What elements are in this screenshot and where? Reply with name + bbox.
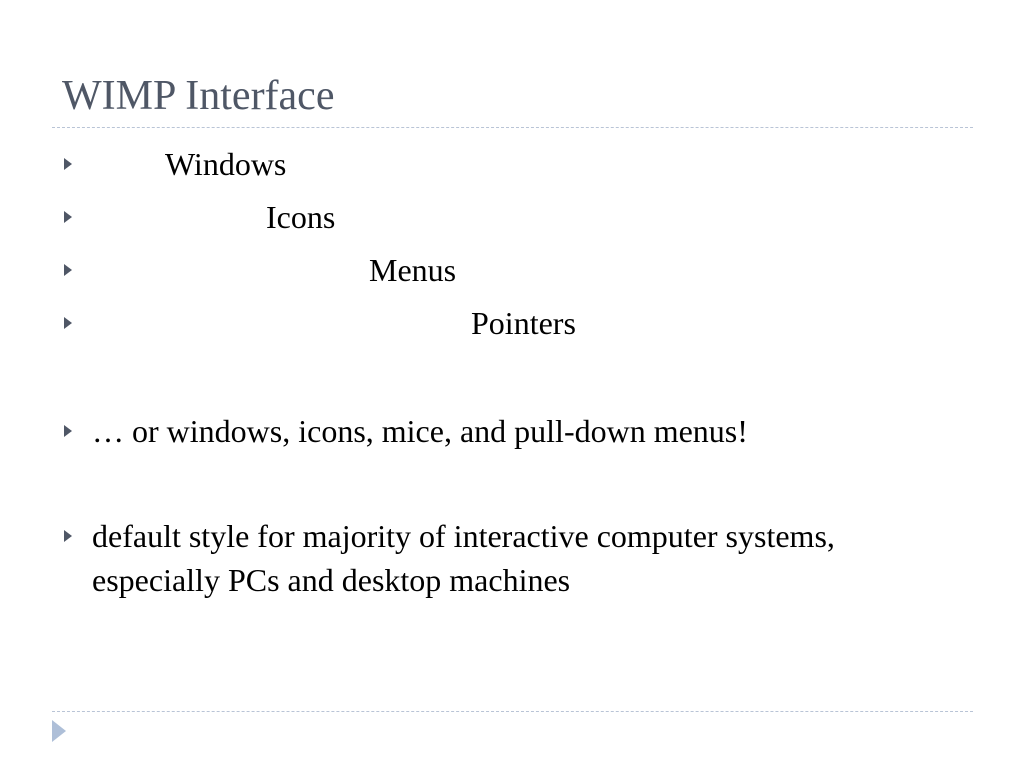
bullet-text: Menus [369, 252, 457, 288]
play-arrow-icon[interactable] [52, 720, 66, 742]
bullet-triangle-icon [64, 158, 72, 170]
bullet-triangle-icon [64, 425, 72, 437]
bullet-text: default style for majority of interactiv… [92, 518, 835, 598]
bullet-text: … or windows, icons, mice, and pull-down… [92, 413, 748, 449]
bullet-text: Icons [266, 199, 336, 235]
bullet-text: Windows [165, 146, 287, 182]
title-divider [52, 127, 973, 128]
bullet-triangle-icon [64, 317, 72, 329]
bullet-triangle-icon [64, 264, 72, 276]
slide-title: WIMP Interface [62, 73, 335, 119]
bullet-triangle-icon [64, 211, 72, 223]
footer-divider [52, 711, 973, 712]
bullet-text: Pointers [471, 305, 576, 341]
bullet-triangle-icon [64, 530, 72, 542]
